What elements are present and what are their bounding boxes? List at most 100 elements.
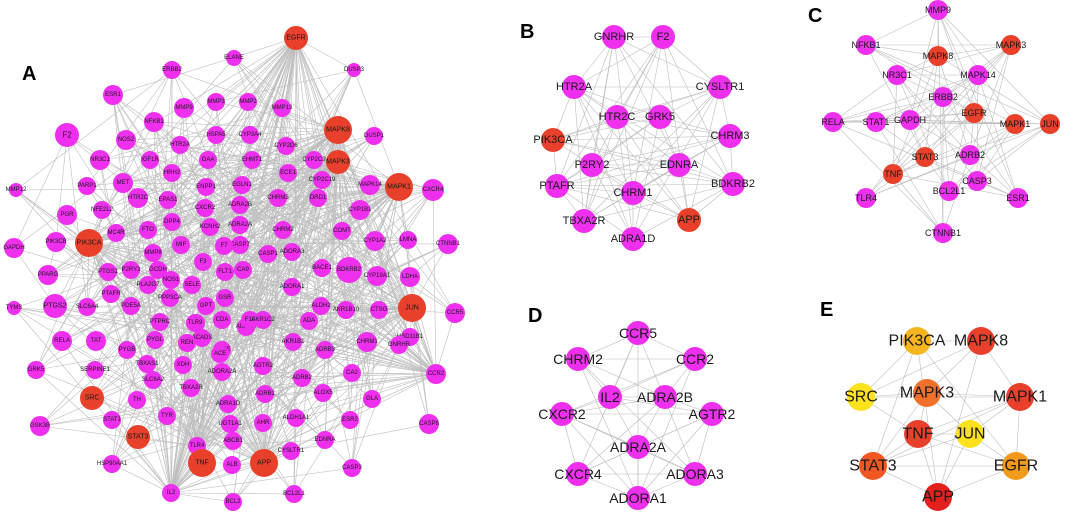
node-label: MMP9 xyxy=(175,105,193,111)
network-edge xyxy=(875,121,944,234)
network-edge xyxy=(556,183,734,187)
node-akr1b10: AKR1B10 xyxy=(333,301,360,319)
node-label: AGTR2 xyxy=(689,406,736,422)
node-tnf: TNF xyxy=(188,449,216,477)
node-f3: F3 xyxy=(194,253,212,271)
node-circle xyxy=(144,371,162,389)
node-label: EGFR xyxy=(961,108,987,118)
node-adora2a: ADORA2A xyxy=(208,363,236,381)
node-circle xyxy=(162,271,180,289)
network-edge xyxy=(832,74,979,123)
node-mapk1: MAPK1 xyxy=(993,383,1047,411)
network-edge xyxy=(170,492,234,503)
node-label: ERBB2 xyxy=(162,67,182,73)
network-edge xyxy=(637,413,713,499)
node-mmp13: MMP13 xyxy=(272,99,293,117)
node-label: SRC xyxy=(844,389,878,406)
node-acads: ACADS xyxy=(192,329,212,347)
network-edge xyxy=(55,134,68,243)
node-label: F2 xyxy=(657,31,670,43)
network-edge xyxy=(13,307,437,375)
network-edge xyxy=(609,358,696,398)
node-circle xyxy=(1002,452,1030,480)
node-circle xyxy=(99,263,117,281)
network-edge xyxy=(573,86,690,221)
node-circle xyxy=(316,431,334,449)
node-label: MAPK3 xyxy=(996,40,1027,50)
network-edge xyxy=(865,44,939,57)
node-ptprc: PTPRC xyxy=(150,313,171,331)
node-circle xyxy=(336,257,362,283)
network-edge xyxy=(171,37,297,174)
node-circle xyxy=(233,176,251,194)
network-edge xyxy=(937,55,971,156)
node-label: CHRM1 xyxy=(356,339,378,345)
network-edge xyxy=(616,116,680,166)
node-il2: IL2 xyxy=(162,484,180,502)
node-label: TAT xyxy=(91,338,102,344)
node-circle xyxy=(254,357,272,375)
network-edge xyxy=(262,129,339,367)
node-label: GCDH xyxy=(149,267,167,273)
node-circle xyxy=(188,449,216,477)
node-label: TLR4 xyxy=(855,193,877,203)
node-circle xyxy=(239,93,257,111)
node-cda: CDA xyxy=(213,311,231,329)
node-egfr: EGFR xyxy=(961,103,987,123)
node-label: EDNRA xyxy=(314,437,335,443)
node-label: UGT1A1 xyxy=(218,421,242,427)
node-circle xyxy=(193,329,211,347)
node-ca9: CA9 xyxy=(234,261,252,279)
network-edge xyxy=(221,275,378,373)
network-edge xyxy=(832,74,898,123)
node-circle xyxy=(883,164,903,184)
node-circle xyxy=(913,379,941,407)
node-f7: F7 xyxy=(215,237,233,255)
network-edge xyxy=(204,159,253,209)
node-adora1: ADORA1 xyxy=(280,278,305,296)
network-edge xyxy=(917,396,1021,435)
node-circle xyxy=(216,263,234,281)
network-edge xyxy=(263,161,339,464)
node-label: CXCR2 xyxy=(195,205,216,211)
node-circle xyxy=(337,301,355,319)
node-circle xyxy=(183,276,201,294)
node-chrm3: CHRM3 xyxy=(710,124,750,148)
node-label: PDE5A xyxy=(121,303,141,309)
node-agtr2: AGTR2 xyxy=(253,357,274,375)
network-edge xyxy=(122,134,217,184)
network-edge xyxy=(892,74,898,175)
node-adra1d: ADRA1D xyxy=(611,227,655,251)
network-edge xyxy=(167,199,303,379)
network-edge xyxy=(688,86,721,221)
network-edge xyxy=(577,358,666,398)
network-edge xyxy=(865,9,939,46)
node-circle xyxy=(598,385,622,409)
node-circle xyxy=(1001,35,1021,55)
node-circle xyxy=(9,183,23,197)
node-esr1: ESR1 xyxy=(1006,188,1030,208)
network-edge xyxy=(86,306,198,447)
node-mapk3: MAPK3 xyxy=(900,379,954,407)
node-circle xyxy=(367,266,387,286)
node-label: CCR2 xyxy=(676,351,714,367)
node-circle xyxy=(259,245,277,263)
node-label: MC4R xyxy=(107,230,125,236)
node-circle xyxy=(347,63,361,77)
node-circle xyxy=(580,153,604,177)
network-edge xyxy=(976,123,1051,182)
node-circle xyxy=(199,151,217,169)
network-edge xyxy=(170,462,265,494)
node-circle xyxy=(93,201,111,219)
network-edge xyxy=(170,353,221,494)
network-edge xyxy=(577,358,639,499)
node-label: TBXAS1 xyxy=(135,361,159,367)
node-label: SRC xyxy=(85,395,100,402)
node-circle xyxy=(293,369,311,387)
node-nos2: NOS2 xyxy=(116,130,136,150)
node-circle xyxy=(653,385,677,409)
node-circle xyxy=(856,188,876,208)
network-edge xyxy=(662,36,690,221)
